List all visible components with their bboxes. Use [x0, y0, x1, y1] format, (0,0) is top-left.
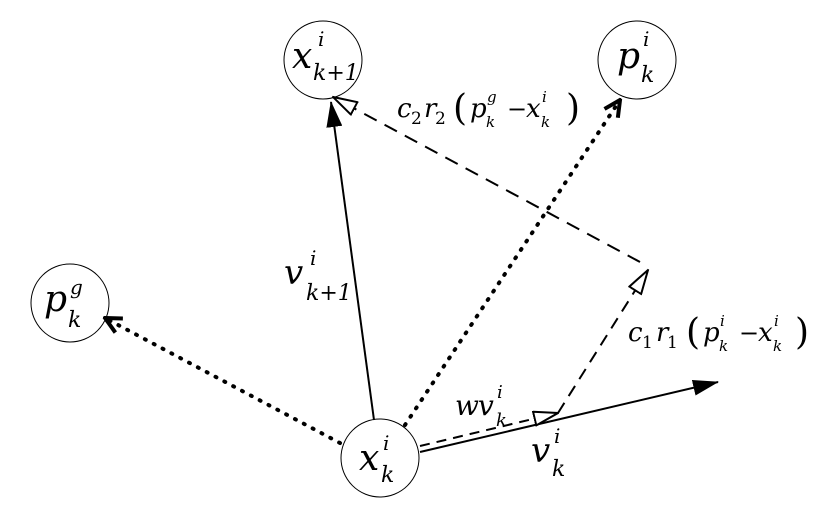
node-x-k-i-circle — [340, 418, 420, 498]
arrow-social — [333, 97, 641, 263]
svg-text:p: p — [44, 279, 67, 320]
svg-text:): ) — [795, 312, 809, 353]
svg-text:i: i — [310, 246, 316, 270]
svg-text:k+1: k+1 — [313, 61, 359, 86]
label-x-k-i: x i k — [359, 431, 394, 488]
node-p-k-i-circle — [597, 20, 677, 100]
node-p-k-g-circle — [30, 263, 110, 343]
svg-text:p: p — [470, 94, 487, 124]
svg-text:g: g — [70, 275, 83, 299]
svg-text:(: ( — [686, 312, 700, 353]
svg-text:): ) — [566, 88, 580, 129]
svg-text:r: r — [424, 94, 438, 124]
svg-text:x: x — [359, 438, 379, 479]
svg-text:k: k — [381, 463, 394, 488]
svg-text:i: i — [720, 312, 725, 330]
svg-text:i: i — [542, 88, 547, 106]
svg-text:v: v — [284, 253, 303, 293]
svg-text:i: i — [643, 27, 649, 51]
label-social-term: c 2 r 2 ( p g k − x i k ) — [397, 88, 580, 131]
svg-text:r: r — [656, 318, 670, 348]
arrow-w-v-k — [419, 413, 558, 447]
svg-text:k: k — [541, 113, 550, 131]
svg-text:k: k — [773, 337, 782, 355]
svg-text:i: i — [318, 27, 324, 51]
svg-text:i: i — [383, 431, 389, 455]
svg-text:v: v — [531, 431, 550, 471]
svg-text:(: ( — [453, 88, 467, 129]
arrow-v-k1 — [326, 101, 375, 421]
label-v-k: v i k — [531, 424, 565, 482]
svg-text:p: p — [617, 36, 640, 77]
svg-text:k: k — [719, 337, 728, 355]
svg-text:1: 1 — [642, 333, 653, 353]
label-p-k-g: p g k — [44, 275, 83, 333]
svg-text:x: x — [526, 94, 541, 124]
svg-text:1: 1 — [667, 333, 678, 353]
dotted-to-p-k-i — [403, 100, 620, 427]
arrow-v-k — [419, 379, 719, 453]
node-x-k1-i-circle — [283, 20, 363, 100]
arrow-cognitive — [557, 270, 648, 414]
svg-text:p: p — [703, 318, 720, 348]
svg-text:i: i — [554, 424, 560, 448]
svg-text:2: 2 — [435, 109, 446, 129]
svg-text:−: − — [507, 95, 527, 123]
label-w-v-k: w v i k — [455, 382, 507, 431]
svg-text:c: c — [397, 94, 412, 124]
svg-text:g: g — [487, 88, 497, 106]
label-v-k1: v i k+1 — [284, 246, 352, 306]
svg-text:x: x — [292, 36, 312, 77]
svg-text:i: i — [774, 312, 779, 330]
label-x-k1-i: x i k+1 — [292, 27, 359, 86]
svg-text:2: 2 — [411, 109, 422, 129]
svg-text:c: c — [628, 318, 643, 348]
label-cognitive-term: c 1 r 1 ( p i k − x i k ) — [628, 312, 809, 355]
dotted-to-p-k-g — [105, 318, 342, 445]
svg-text:x: x — [758, 318, 773, 348]
svg-text:w: w — [455, 389, 479, 422]
svg-text:v: v — [478, 389, 494, 422]
svg-text:k: k — [486, 113, 495, 131]
svg-text:k: k — [68, 308, 81, 333]
svg-text:k: k — [641, 63, 654, 88]
svg-text:k+1: k+1 — [306, 281, 352, 306]
svg-text:k: k — [496, 410, 507, 431]
svg-text:k: k — [552, 457, 565, 482]
svg-text:i: i — [497, 382, 503, 403]
label-p-k-i: p i k — [617, 27, 654, 88]
svg-text:−: − — [739, 319, 759, 347]
